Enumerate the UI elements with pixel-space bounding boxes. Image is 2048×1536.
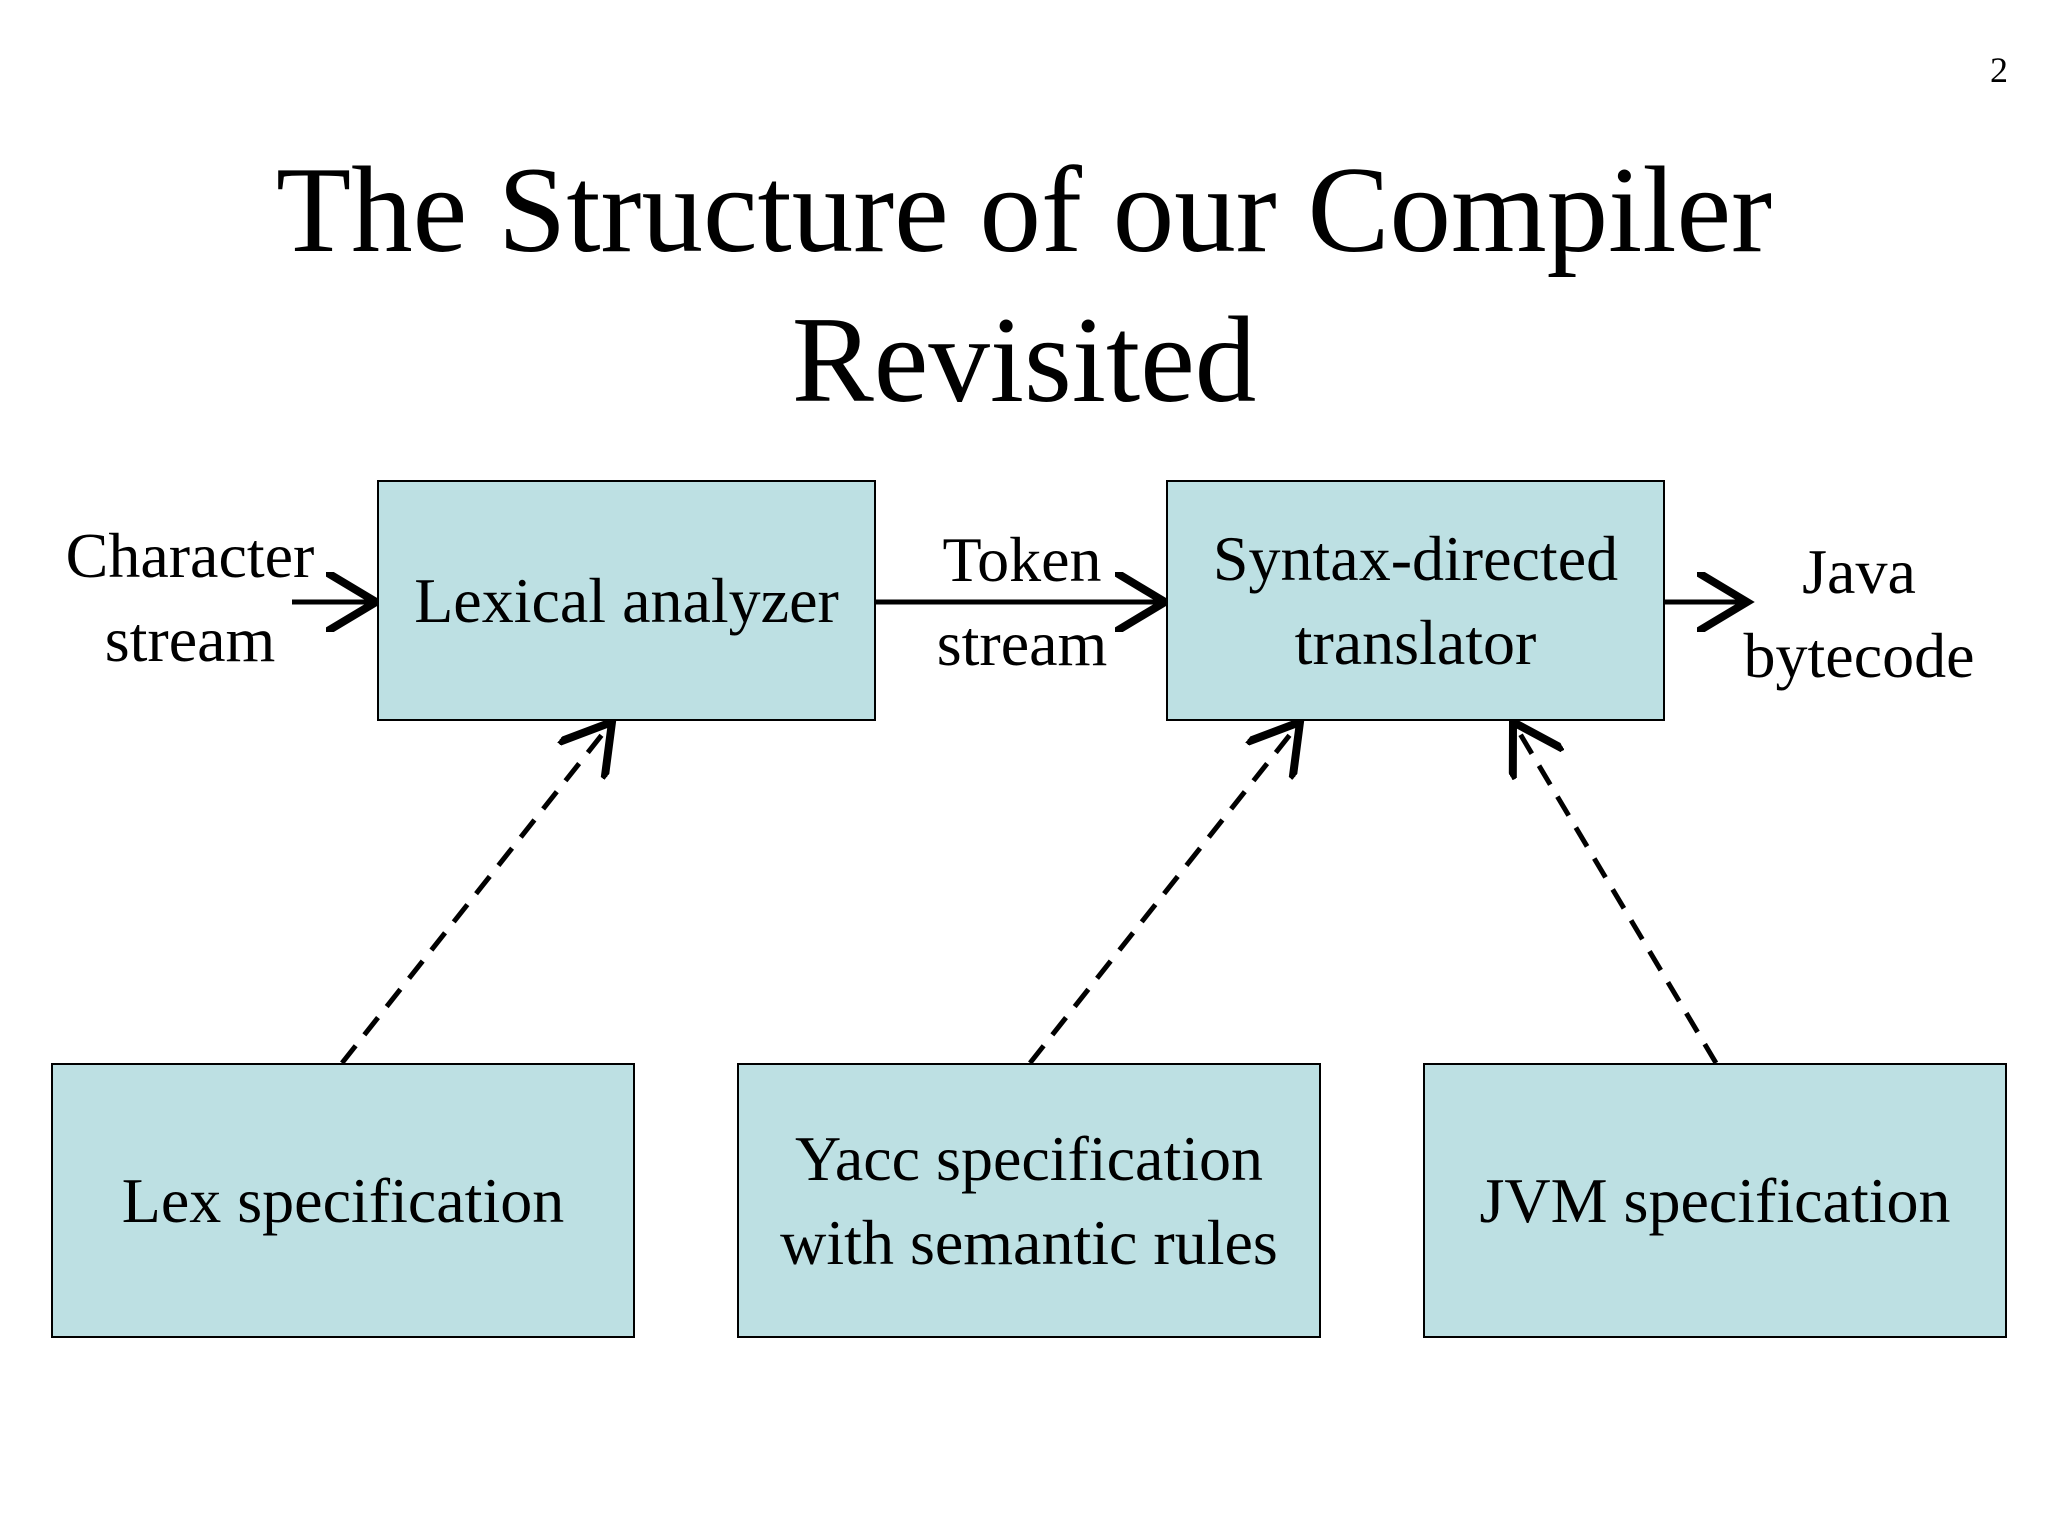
node-syntax-directed-translator-line-2: translator [1294, 606, 1537, 678]
input-label-line-2: stream [104, 604, 276, 675]
output-label-line-2: bytecode [1743, 620, 1975, 691]
node-yacc-specification-line-2: with semantic rules [780, 1206, 1278, 1278]
node-yacc-specification: Yacc specification with semantic rules [737, 1063, 1321, 1338]
dashed-arrow-jvm-to-translator [1513, 722, 1719, 1065]
node-syntax-directed-translator-line-1: Syntax-directed [1212, 522, 1619, 594]
node-lexical-analyzer: Lexical analyzer [377, 480, 876, 721]
node-yacc-specification-line-1: Yacc specification [795, 1122, 1263, 1194]
output-label-java-bytecode: Java bytecode [1734, 530, 1984, 698]
node-jvm-specification: JVM specification [1423, 1063, 2007, 1338]
node-lex-specification-label: Lex specification [121, 1164, 565, 1236]
slide-title: The Structure of our Compiler Revisited [0, 135, 2048, 435]
node-syntax-directed-translator: Syntax-directed translator [1166, 480, 1665, 721]
intermediate-label-line-1: Token [942, 524, 1102, 595]
page-number: 2 [1990, 50, 2008, 90]
input-label-character-stream: Character stream [54, 514, 326, 682]
node-lexical-analyzer-label: Lexical analyzer [414, 564, 839, 636]
title-line-1: The Structure of our Compiler [275, 141, 1773, 278]
node-jvm-specification-label: JVM specification [1479, 1164, 1951, 1236]
dashed-arrow-lex-to-lexical [340, 722, 612, 1065]
intermediate-label-token-stream: Token stream [922, 518, 1122, 686]
input-label-line-1: Character [65, 520, 315, 591]
intermediate-label-line-2: stream [936, 608, 1108, 679]
output-label-line-1: Java [1802, 536, 1916, 607]
dashed-arrow-yacc-to-translator [1028, 722, 1300, 1065]
node-lex-specification: Lex specification [51, 1063, 635, 1338]
title-line-2: Revisited [791, 291, 1257, 428]
